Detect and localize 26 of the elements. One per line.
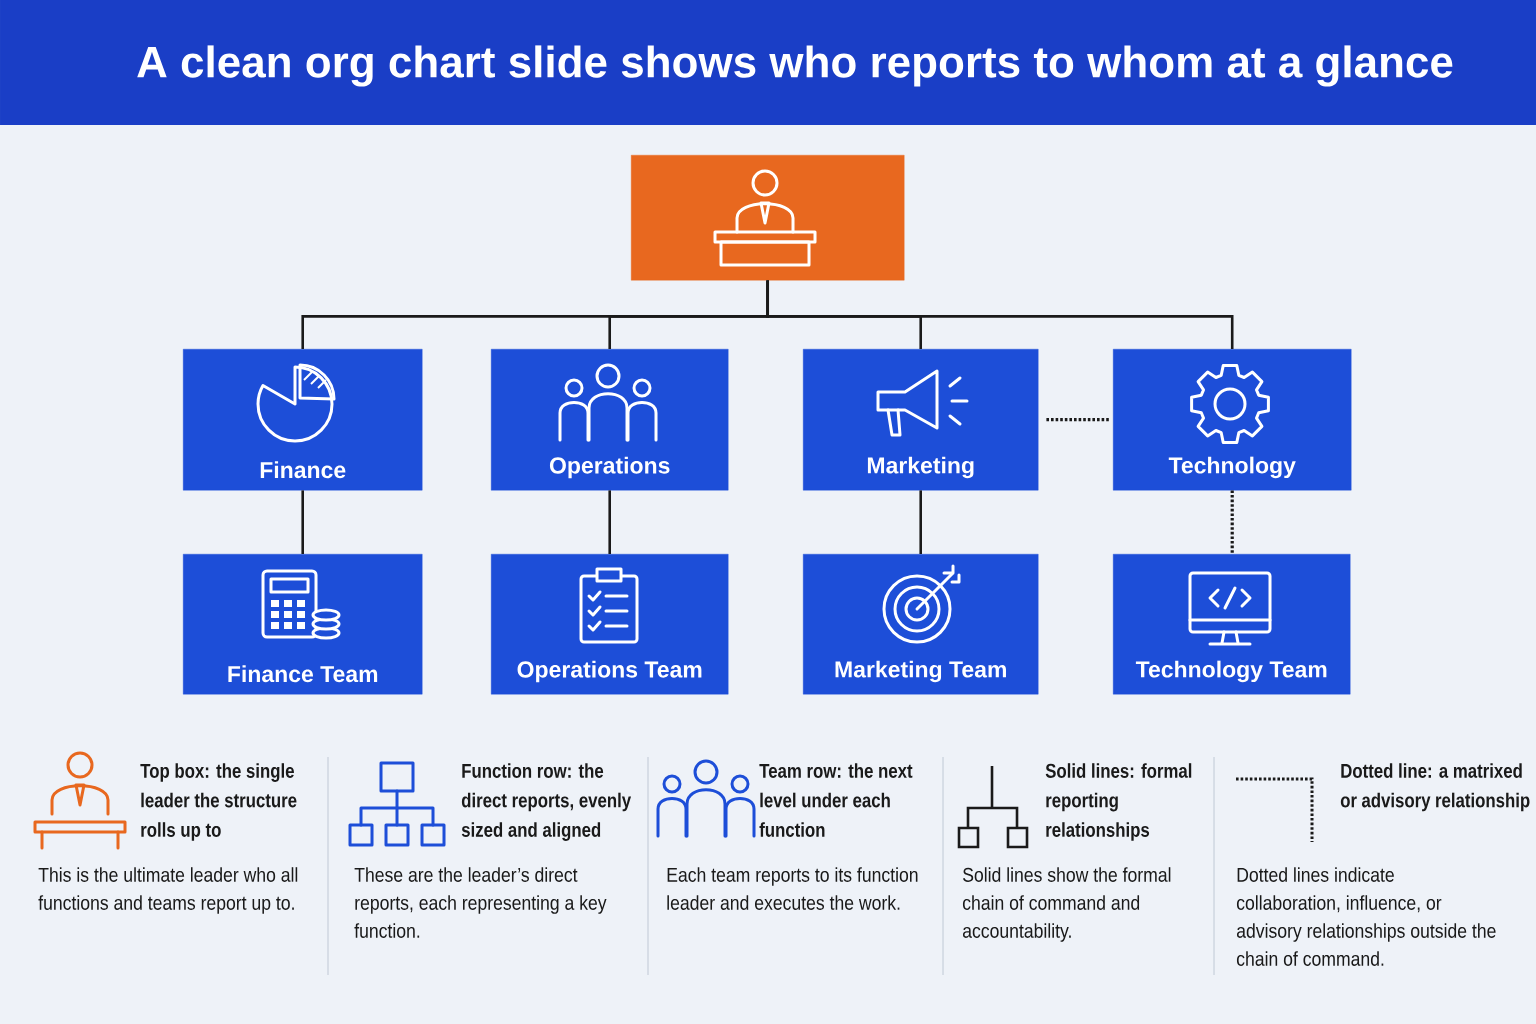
connector-line (608, 490, 611, 554)
team-box: Technology Team (1113, 554, 1351, 695)
function-box: Finance (183, 349, 423, 491)
note-text: Solid lines show the formal chain of command and accountability. (962, 867, 1171, 942)
note-heading: Solid lines: formal reporting relationships (1045, 763, 1192, 841)
team-box: Marketing Team (803, 554, 1039, 695)
note-heading: Dotted line: a matrixed or advisory relationship (1340, 763, 1530, 812)
team-box: Operations Team (491, 554, 729, 695)
dotted-connector (1046, 418, 1110, 422)
team-box: Finance Team (183, 554, 423, 695)
note-text: This is the ultimate leader who all functions and teams report up to. (38, 867, 298, 914)
note-text: Dotted lines indicate collaboration, influence, or advisory relationships outside the chain of command. (1236, 867, 1496, 966)
connector-line (766, 280, 1234, 349)
note-heading: Team row: the next level under each function (759, 763, 913, 837)
dotted-connector (1230, 490, 1234, 554)
note-heading: Top box: the single leader the structure rolls up to (140, 763, 297, 841)
note-text: Each team reports to its function leader and executes the work. (667, 867, 918, 910)
connector-line (919, 490, 922, 554)
function-box: Operations (491, 349, 729, 491)
function-box: Marketing (803, 349, 1039, 491)
connector-line (301, 490, 304, 554)
note-heading: Function row: the direct reports, evenly sized and aligned (461, 763, 632, 841)
note-text: These are the leader’s direct reports, each representing a key function. (354, 867, 607, 938)
leader-box (631, 155, 905, 281)
function-box: Technology (1113, 349, 1352, 491)
title-banner: A clean org chart slide shows who reports to whom at a glance (0, 0, 1536, 125)
